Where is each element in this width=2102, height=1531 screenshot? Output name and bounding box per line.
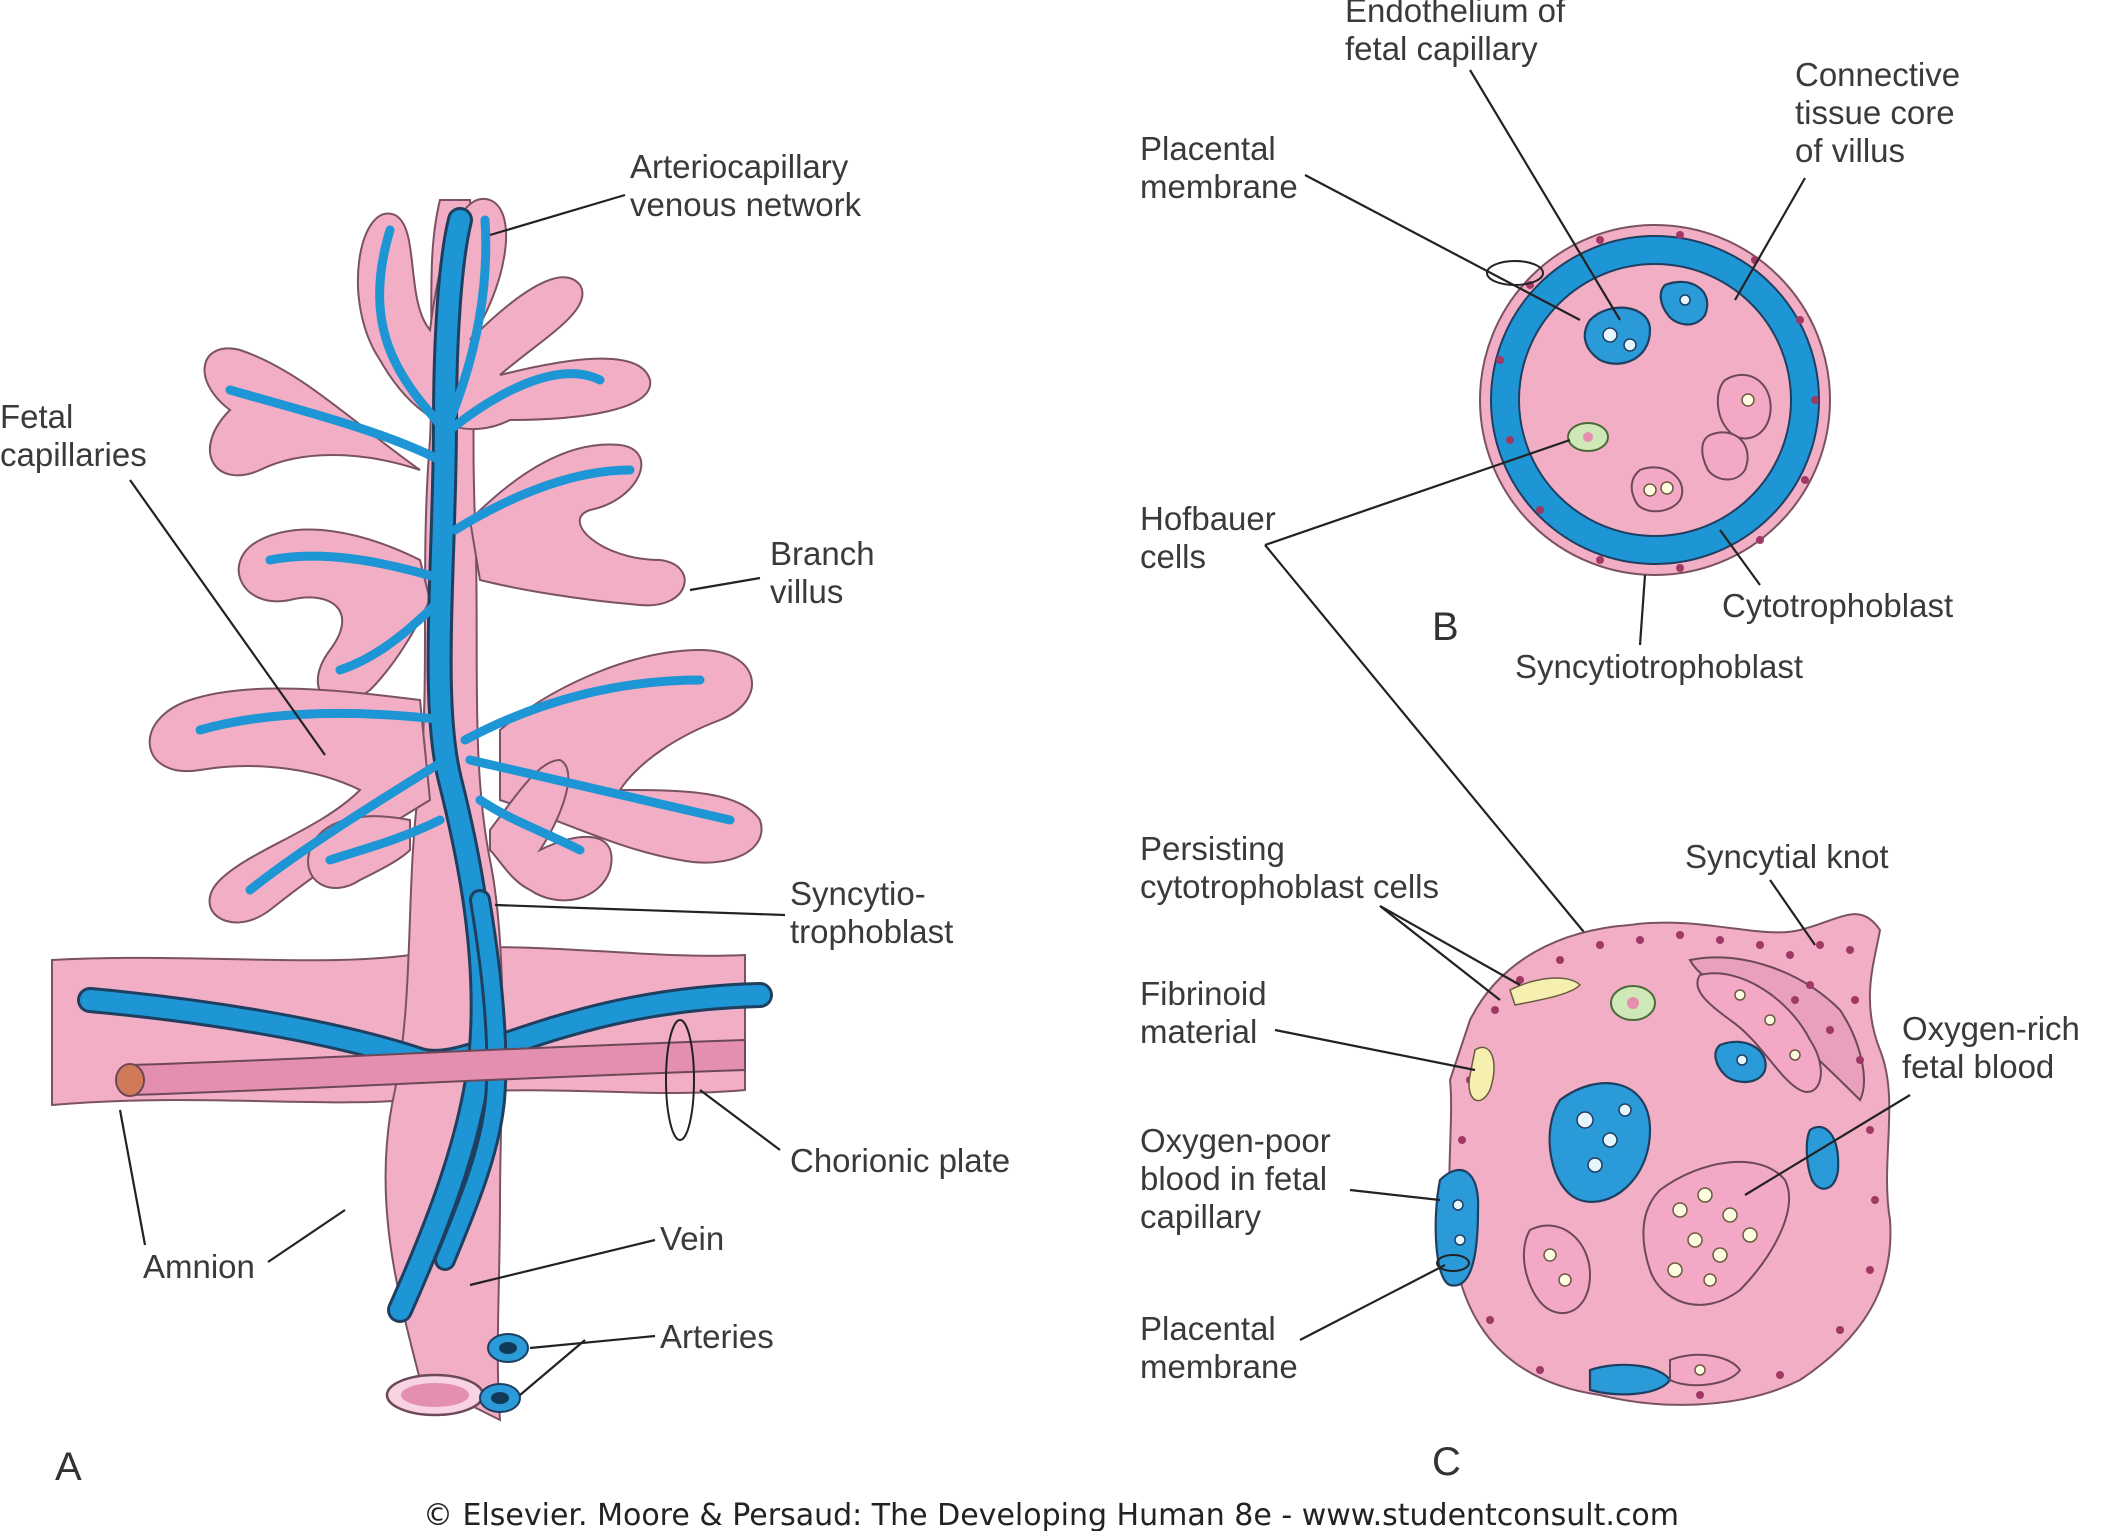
label-syncytial-knot-text: Syncytial knot: [1685, 838, 1889, 875]
label-cytotrophoblast-text: Cytotrophoblast: [1722, 587, 1953, 624]
label-syncytio-line1: Syncytio-: [790, 875, 926, 912]
persisting-cytotrophoblast: [1509, 977, 1582, 1006]
label-oxygen-rich-line1: Oxygen-rich: [1902, 1010, 2080, 1047]
label-fibrinoid: Fibrinoid material: [1140, 975, 1476, 1072]
cytotrophoblast-ring: [1491, 236, 1819, 564]
label-chorionic-plate: Chorionic plate: [699, 1089, 1010, 1179]
label-branch-villus: Branch villus: [689, 535, 875, 610]
label-fetal-capillaries-line1: Fetal: [0, 398, 73, 435]
label-placental-membrane-b-line1: Placental: [1140, 130, 1276, 167]
label-oxygen-poor: Oxygen-poor blood in fetal capillary: [1140, 1122, 1441, 1235]
label-placental-membrane-b-line2: membrane: [1140, 168, 1298, 205]
panel-a-illustration: Arteriocapillary venous network Fetal ca…: [0, 148, 1010, 1489]
label-hofbauer-line2: cells: [1140, 538, 1206, 575]
label-connective-line2: tissue core: [1795, 94, 1955, 131]
label-hofbauer-line1: Hofbauer: [1140, 500, 1276, 537]
fetal-rbc-b1: [1716, 374, 1772, 440]
vein-tube: [129, 1038, 746, 1097]
label-oxygen-rich-line2: fetal blood: [1902, 1048, 2054, 1085]
label-placental-membrane-c: Placental membrane: [1140, 1254, 1470, 1385]
label-syncytiotrophoblast-b-text: Syncytiotrophoblast: [1515, 648, 1803, 685]
villus-lobe: [489, 758, 613, 902]
oxygen-rich-holes: [1667, 1187, 1758, 1287]
label-oxygen-rich: Oxygen-rich fetal blood: [1744, 1010, 2080, 1196]
panel-letter-b: B: [1432, 605, 1459, 649]
label-endothelium: Endothelium of fetal capillary: [1345, 0, 1621, 321]
villus-lobe: [468, 443, 686, 607]
label-endothelium-line1: Endothelium of: [1345, 0, 1566, 29]
label-endothelium-line2: fetal capillary: [1345, 30, 1538, 67]
fibrinoid-deposit: [1468, 1046, 1495, 1102]
label-placental-membrane-b: Placental membrane: [1140, 130, 1581, 321]
label-fetal-capillaries-line2: capillaries: [0, 436, 147, 473]
label-arteries: Arteries: [519, 1318, 774, 1396]
label-chorionic-plate-text: Chorionic plate: [790, 1142, 1010, 1179]
umbilical-vessels: [115, 1019, 746, 1417]
label-syncytiotrophoblast-b: Syncytiotrophoblast: [1515, 574, 1803, 685]
villus-lobe: [148, 687, 432, 924]
villus-lobe: [237, 528, 432, 704]
label-persisting-line1: Persisting: [1140, 830, 1285, 867]
label-fetal-capillaries: Fetal capillaries: [0, 398, 326, 756]
oxygen-rich-blood-3: [1696, 972, 1822, 1093]
label-syncytio-trophoblast: Syncytio- trophoblast: [494, 875, 953, 950]
label-amnion-text: Amnion: [143, 1248, 255, 1285]
label-connective-tissue: Connective tissue core of villus: [1734, 56, 1960, 301]
syncytio-nuclei-b: [1496, 231, 1819, 572]
label-arteriocapillary-line2: venous network: [630, 186, 862, 223]
label-placental-membrane-c-line1: Placental: [1140, 1310, 1276, 1347]
label-branch-villus-line2: villus: [770, 573, 843, 610]
label-oxygen-poor-line3: capillary: [1140, 1198, 1262, 1235]
label-amnion: Amnion: [118, 1109, 346, 1285]
oxygen-poor-capillary-5: [1805, 1125, 1840, 1190]
label-persisting-line2: cytotrophoblast cells: [1140, 868, 1439, 905]
label-oxygen-poor-line2: blood in fetal: [1140, 1160, 1327, 1197]
copyright-credit: © Elsevier. Moore & Persaud: The Develop…: [423, 1498, 1679, 1531]
label-connective-line1: Connective: [1795, 56, 1960, 93]
fetal-rbc-b2: [1701, 431, 1749, 481]
label-oxygen-poor-line1: Oxygen-poor: [1140, 1122, 1331, 1159]
label-arteries-text: Arteries: [660, 1318, 774, 1355]
label-vein-text: Vein: [660, 1220, 724, 1257]
panel-c-illustration: Persisting cytotrophoblast cells Syncyti…: [1140, 830, 2080, 1484]
panel-letter-a: A: [55, 1445, 82, 1489]
label-branch-villus-line1: Branch: [770, 535, 875, 572]
label-connective-line3: of villus: [1795, 132, 1905, 169]
label-arteriocapillary-line1: Arteriocapillary: [630, 148, 849, 185]
label-arteriocapillary: Arteriocapillary venous network: [489, 148, 862, 237]
label-vein: Vein: [469, 1220, 724, 1287]
label-syncytio-line2: trophoblast: [790, 913, 953, 950]
label-fibrinoid-line1: Fibrinoid: [1140, 975, 1267, 1012]
label-placental-membrane-c-line2: membrane: [1140, 1348, 1298, 1385]
label-syncytial-knot: Syncytial knot: [1685, 838, 1889, 946]
oxygen-rich-blood-2: [1522, 1224, 1592, 1315]
label-fibrinoid-line2: material: [1140, 1013, 1257, 1050]
panel-b-illustration: Endothelium of fetal capillary Connectiv…: [1140, 0, 1960, 989]
fetal-rbc-b3: [1630, 466, 1684, 513]
panel-letter-c: C: [1432, 1440, 1461, 1484]
label-cytotrophoblast: Cytotrophoblast: [1719, 529, 1953, 624]
label-hofbauer: Hofbauer cells: [1140, 438, 1631, 989]
label-persisting: Persisting cytotrophoblast cells: [1140, 830, 1521, 1001]
